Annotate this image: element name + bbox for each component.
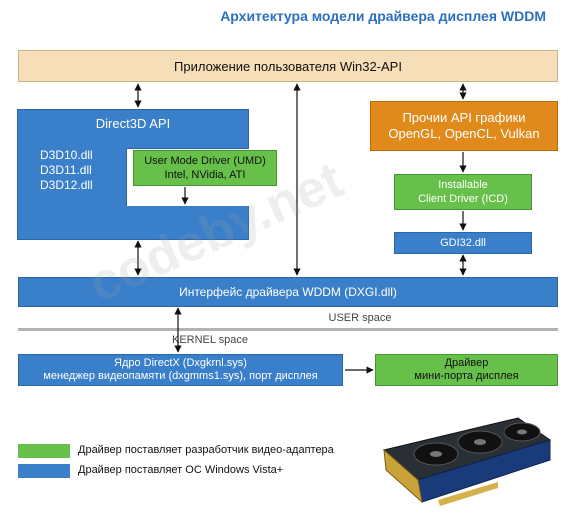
dxgi-label: Интерфейс драйвера WDDM (DXGI.dll) xyxy=(179,285,397,299)
kernel-line2: менеджер видеопамяти (dxgmms1.sys), порт… xyxy=(43,370,318,382)
kernel-space-label: KERNEL space xyxy=(171,334,249,346)
gdi32-box: GDI32.dll xyxy=(394,232,532,254)
dll-d3d10: D3D10.dll xyxy=(40,148,93,162)
umd-title: User Mode Driver (UMD) xyxy=(144,155,266,167)
directx-kernel-box: Ядро DirectX (Dxgkrnl.sys) менеджер виде… xyxy=(18,354,343,386)
legend-text-vendor: Драйвер поставляет разработчик видео-ада… xyxy=(78,444,334,456)
dll-d3d12: D3D12.dll xyxy=(40,178,93,192)
icd-line2: Client Driver (ICD) xyxy=(418,193,508,205)
dxgi-interface-box: Интерфейс драйвера WDDM (DXGI.dll) xyxy=(18,277,558,307)
user-mode-driver-box: User Mode Driver (UMD) Intel, NVidia, AT… xyxy=(133,150,277,186)
direct3d-api-title: Direct3D API xyxy=(95,116,171,131)
miniport-line1: Драйвер xyxy=(444,357,489,369)
gdi32-label: GDI32.dll xyxy=(440,237,486,249)
user-application-label: Приложение пользователя Win32-API xyxy=(174,58,402,74)
icd-line1: Installable xyxy=(438,179,488,191)
other-api-list: OpenGL, OpenCL, Vulkan xyxy=(388,126,540,141)
direct3d-api-box xyxy=(17,109,249,149)
umd-vendors: Intel, NVidia, ATI xyxy=(164,169,246,181)
other-api-title: Прочии API графики xyxy=(402,110,526,125)
graphics-card-image xyxy=(382,417,552,506)
user-space-label: USER space xyxy=(328,312,392,324)
miniport-line2: мини-порта дисплея xyxy=(414,370,519,382)
kernel-line1: Ядро DirectX (Dxgkrnl.sys) xyxy=(114,357,247,369)
user-kernel-separator xyxy=(18,328,558,331)
other-graphics-api-box: Прочии API графики OpenGL, OpenCL, Vulka… xyxy=(370,101,558,151)
legend-swatch-os xyxy=(18,464,70,478)
user-application-box: Приложение пользователя Win32-API xyxy=(18,50,558,82)
dll-d3d11: D3D11.dll xyxy=(40,163,92,177)
direct3d-api-box-bottom xyxy=(17,206,249,240)
diagram-title: Архитектура модели драйвера дисплея WDDM xyxy=(220,8,546,24)
icd-box: Installable Client Driver (ICD) xyxy=(394,174,532,210)
legend-swatch-vendor xyxy=(18,444,70,458)
miniport-driver-box: Драйвер мини-порта дисплея xyxy=(375,354,558,386)
direct3d-dll-list: D3D10.dll D3D11.dll D3D12.dll xyxy=(40,148,93,193)
legend-text-os: Драйвер поставляет ОС Windows Vista+ xyxy=(78,464,284,476)
